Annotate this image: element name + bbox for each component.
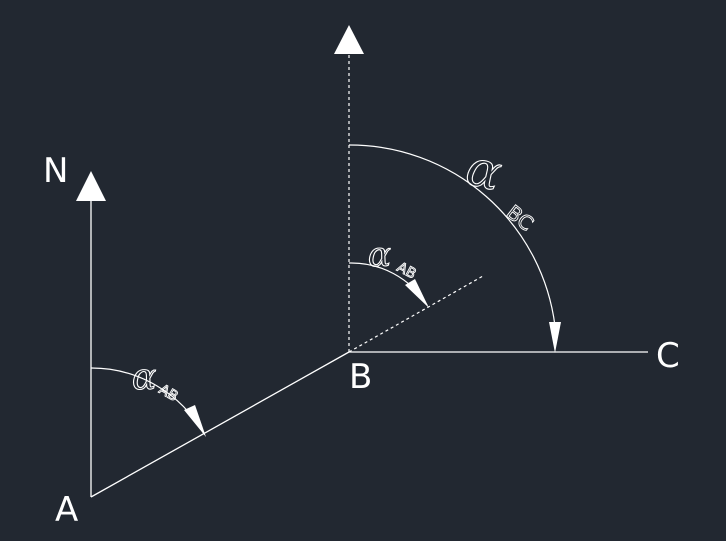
north-arrow-b [334, 25, 364, 352]
alpha-symbol-a: α [132, 357, 156, 398]
point-label-b: B [349, 357, 372, 397]
line-ab [90, 351, 350, 498]
subscript-bc: BC [502, 200, 538, 236]
angle-arc-ab-at-b [348, 262, 429, 308]
point-label-c: C [656, 336, 680, 376]
angle-label-ab-at-b: α AB [367, 234, 419, 283]
arc-bc-arrowhead [549, 322, 561, 353]
arc-ab-a-arrowhead [184, 405, 206, 437]
angle-arc-bc [348, 144, 561, 353]
north-arrowhead-b [334, 25, 364, 54]
north-arrowhead-a [76, 171, 106, 201]
north-label: N [43, 151, 68, 191]
alpha-symbol-bc: α [461, 138, 508, 202]
angle-arc-ab-at-a [90, 367, 206, 437]
north-arrow-a [76, 171, 106, 497]
subscript-ab-a: AB [156, 382, 181, 405]
alpha-symbol-b: α [368, 235, 391, 275]
line-ab-extension-dashed [348, 275, 484, 353]
point-label-a: A [55, 490, 78, 530]
angle-label-bc: α BC [460, 138, 539, 237]
arc-ab-b-arrowhead [405, 279, 429, 308]
arc-bc [348, 144, 556, 327]
angle-label-ab-at-a: α AB [131, 356, 181, 405]
